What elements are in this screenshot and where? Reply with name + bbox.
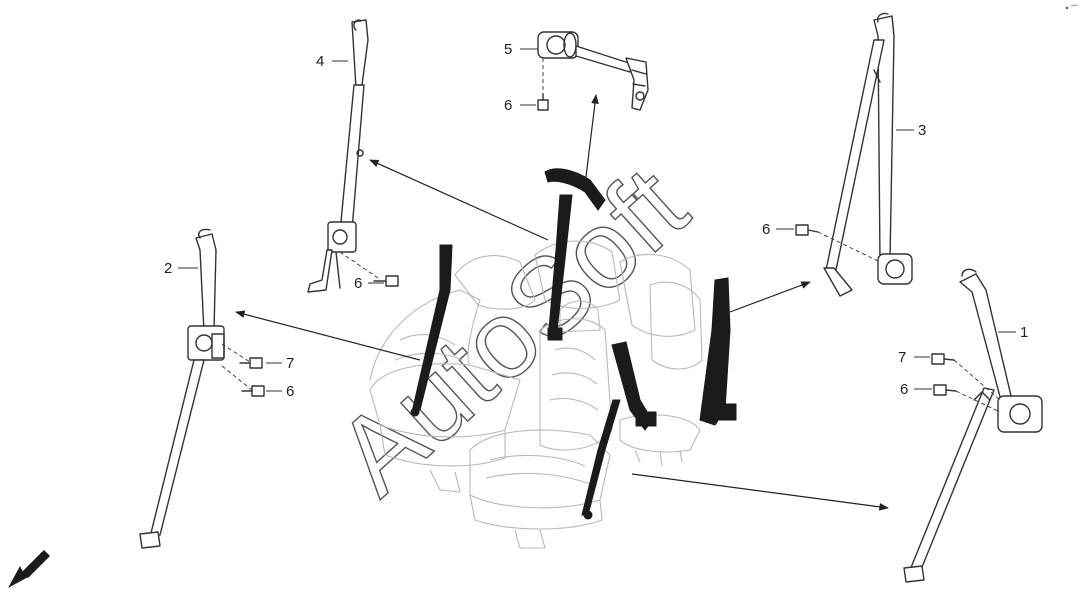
part-3-seat-belt — [823, 12, 913, 297]
installed-belt-front-left — [581, 399, 621, 516]
callout-6-left-rear: 6 — [354, 275, 362, 292]
bolt-icon — [795, 224, 819, 236]
watermark: AutoSoft — [313, 143, 710, 518]
callout-6-top: 6 — [504, 97, 512, 114]
callout-3: 3 — [918, 122, 926, 139]
corner-mark — [1065, 4, 1079, 10]
watermark-text: AutoSoft — [314, 144, 710, 518]
fastening-lines — [221, 58, 1001, 413]
callout-7-right: 7 — [898, 349, 906, 366]
installed-belt-rear-right — [699, 277, 731, 426]
seat-assembly — [369, 240, 703, 549]
callout-2: 2 — [164, 260, 172, 277]
part-4-seat-belt — [307, 19, 369, 293]
part-5-center-retractor — [537, 31, 649, 111]
callout-4: 4 — [316, 53, 324, 70]
retractor-icon — [537, 31, 579, 59]
callouts: 4 5 6 6 2 7 6 6 3 7 6 1 — [164, 41, 1028, 400]
retractor-icon — [997, 395, 1043, 433]
callout-7-left: 7 — [286, 355, 294, 372]
explode-arrows — [235, 94, 889, 511]
callout-6-left-front: 6 — [286, 383, 294, 400]
bolt-icon — [239, 357, 263, 369]
callout-6-right-front: 6 — [900, 381, 908, 398]
installed-belts — [410, 168, 737, 520]
bolt-icon — [931, 353, 955, 365]
bolt-icon — [933, 384, 957, 396]
installed-belt-left — [411, 244, 453, 413]
callout-6-right-rear: 6 — [762, 221, 770, 238]
bolt-icon — [537, 93, 549, 111]
retractor-icon — [877, 253, 913, 285]
callout-5: 5 — [504, 41, 512, 58]
part-1-seat-belt — [903, 268, 1043, 583]
leader-lines — [178, 48, 1016, 392]
front-direction-arrow-icon — [8, 550, 50, 588]
bolt-icon — [373, 275, 399, 287]
callout-1: 1 — [1020, 324, 1028, 341]
part-2-seat-belt — [139, 228, 225, 549]
bolt-icon — [241, 385, 265, 397]
bolts — [239, 93, 957, 397]
